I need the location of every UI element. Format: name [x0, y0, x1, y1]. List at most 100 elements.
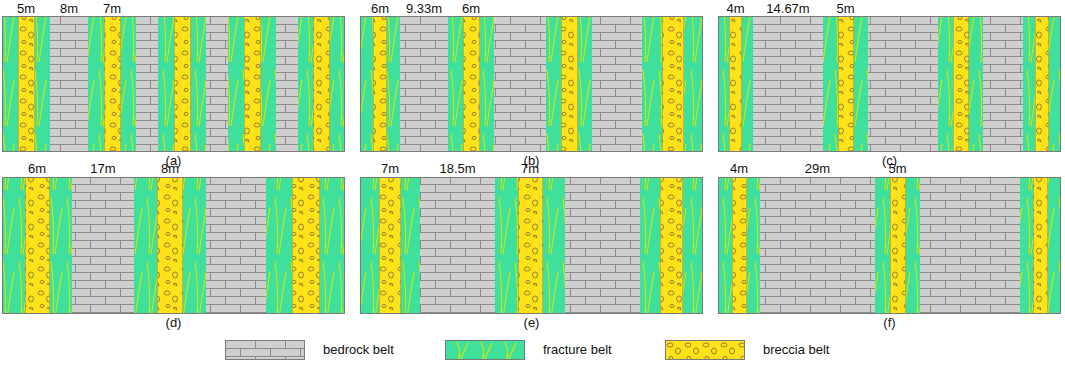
fracture-belt	[718, 177, 760, 314]
bedrock-belt	[50, 16, 88, 152]
belt-panel	[718, 177, 1061, 314]
dimension-label: 7m	[103, 1, 121, 16]
fracture-belt	[2, 16, 50, 152]
panel-letter: (f)	[883, 315, 895, 330]
fracture-belt	[448, 16, 494, 152]
panel-border	[719, 178, 1061, 314]
belt-boundary	[1036, 16, 1049, 152]
belt-boundary	[26, 177, 50, 314]
swatch-border	[666, 341, 745, 360]
belt-panel	[718, 16, 1061, 152]
belt-boundary	[19, 16, 35, 152]
fracture-belt	[642, 16, 703, 152]
belt-boundary	[105, 16, 121, 152]
breccia-belt	[373, 16, 387, 152]
breccia-belt	[104, 16, 121, 152]
fracture-belt	[1020, 177, 1061, 314]
legend-text: breccia belt	[763, 342, 829, 357]
legend-swatch	[665, 340, 745, 360]
bedrock-belt	[753, 16, 823, 152]
bedrock-belt	[494, 16, 546, 152]
fracture-belt	[938, 16, 983, 152]
breccia-belt	[25, 177, 50, 314]
belt-boundary	[733, 177, 747, 314]
fracture-belt	[2, 177, 72, 314]
fracture-belt	[875, 177, 920, 314]
fracture-belt	[823, 16, 868, 152]
belt-boundary	[314, 16, 330, 152]
bedrock-belt	[760, 177, 875, 314]
swatch-fill	[225, 340, 305, 360]
fracture-belt	[546, 16, 592, 152]
belt-boundary	[661, 177, 683, 314]
panel-border	[719, 17, 1061, 152]
bedrock-belt	[400, 16, 448, 152]
bedrock-belt	[920, 177, 1020, 314]
belt-panel	[360, 16, 703, 152]
belt-boundary	[380, 177, 401, 314]
belt-boundary	[730, 16, 742, 152]
bedrock-belt	[983, 16, 1023, 152]
breccia-belt	[518, 177, 543, 314]
dimension-label: 17m	[90, 161, 115, 176]
dimension-label: 8m	[161, 161, 179, 176]
fracture-belt	[88, 16, 136, 152]
legend-swatch	[445, 340, 525, 360]
swatch-border	[446, 341, 525, 360]
dimension-label: 5m	[836, 1, 854, 16]
breccia-belt	[890, 177, 906, 314]
breccia-belt	[18, 16, 35, 152]
fracture-belt	[158, 16, 206, 152]
bedrock-belt	[206, 16, 228, 152]
bedrock-belt	[206, 177, 266, 314]
breccia-belt	[463, 16, 480, 152]
swatch-fill	[445, 340, 525, 360]
dimension-label: 8m	[60, 1, 78, 16]
panel-border	[3, 178, 345, 314]
breccia-belt	[157, 177, 183, 314]
dimension-label: 4m	[730, 161, 748, 176]
belt-boundary	[464, 16, 480, 152]
bedrock-belt	[592, 16, 642, 152]
belt-boundary	[663, 16, 684, 152]
panel-border	[361, 17, 703, 152]
fracture-belt	[228, 16, 276, 152]
bedrock-belt	[420, 177, 495, 314]
belt-boundary	[245, 16, 261, 152]
dimension-label: 5m	[17, 1, 35, 16]
breccia-belt	[561, 16, 578, 152]
breccia-belt	[292, 177, 320, 314]
dimension-label: 29m	[805, 161, 830, 176]
fracture-belt	[298, 16, 345, 152]
belt-panel	[360, 177, 703, 314]
dimension-label: 18.5m	[439, 161, 475, 176]
dimension-label: 7m	[521, 161, 539, 176]
belt-boundary	[562, 16, 578, 152]
panel-border	[3, 17, 345, 152]
breccia-belt	[1033, 177, 1048, 314]
bedrock-belt	[136, 16, 158, 152]
bedrock-belt	[868, 16, 938, 152]
breccia-belt	[1035, 16, 1049, 152]
breccia-belt	[313, 16, 330, 152]
swatch-border	[226, 341, 305, 360]
fracture-belt	[360, 177, 420, 314]
swatch-pattern	[457, 342, 516, 359]
swatch-pattern	[225, 340, 305, 360]
dimension-label: 4m	[726, 1, 744, 16]
bedrock-belt	[276, 16, 298, 152]
fracture-belt	[266, 177, 345, 314]
belt-panel	[2, 16, 345, 152]
breccia-belt	[174, 16, 191, 152]
belt-boundary	[839, 16, 854, 152]
belt-boundary	[1034, 177, 1048, 314]
breccia-belt	[838, 16, 854, 152]
breccia-belt	[732, 177, 747, 314]
breccia-belt	[244, 16, 261, 152]
legend-text: bedrock belt	[323, 342, 394, 357]
legend-text: fracture belt	[543, 342, 612, 357]
panel-letter: (d)	[166, 315, 182, 330]
belt-boundary	[175, 16, 191, 152]
belt-boundary	[158, 177, 183, 314]
